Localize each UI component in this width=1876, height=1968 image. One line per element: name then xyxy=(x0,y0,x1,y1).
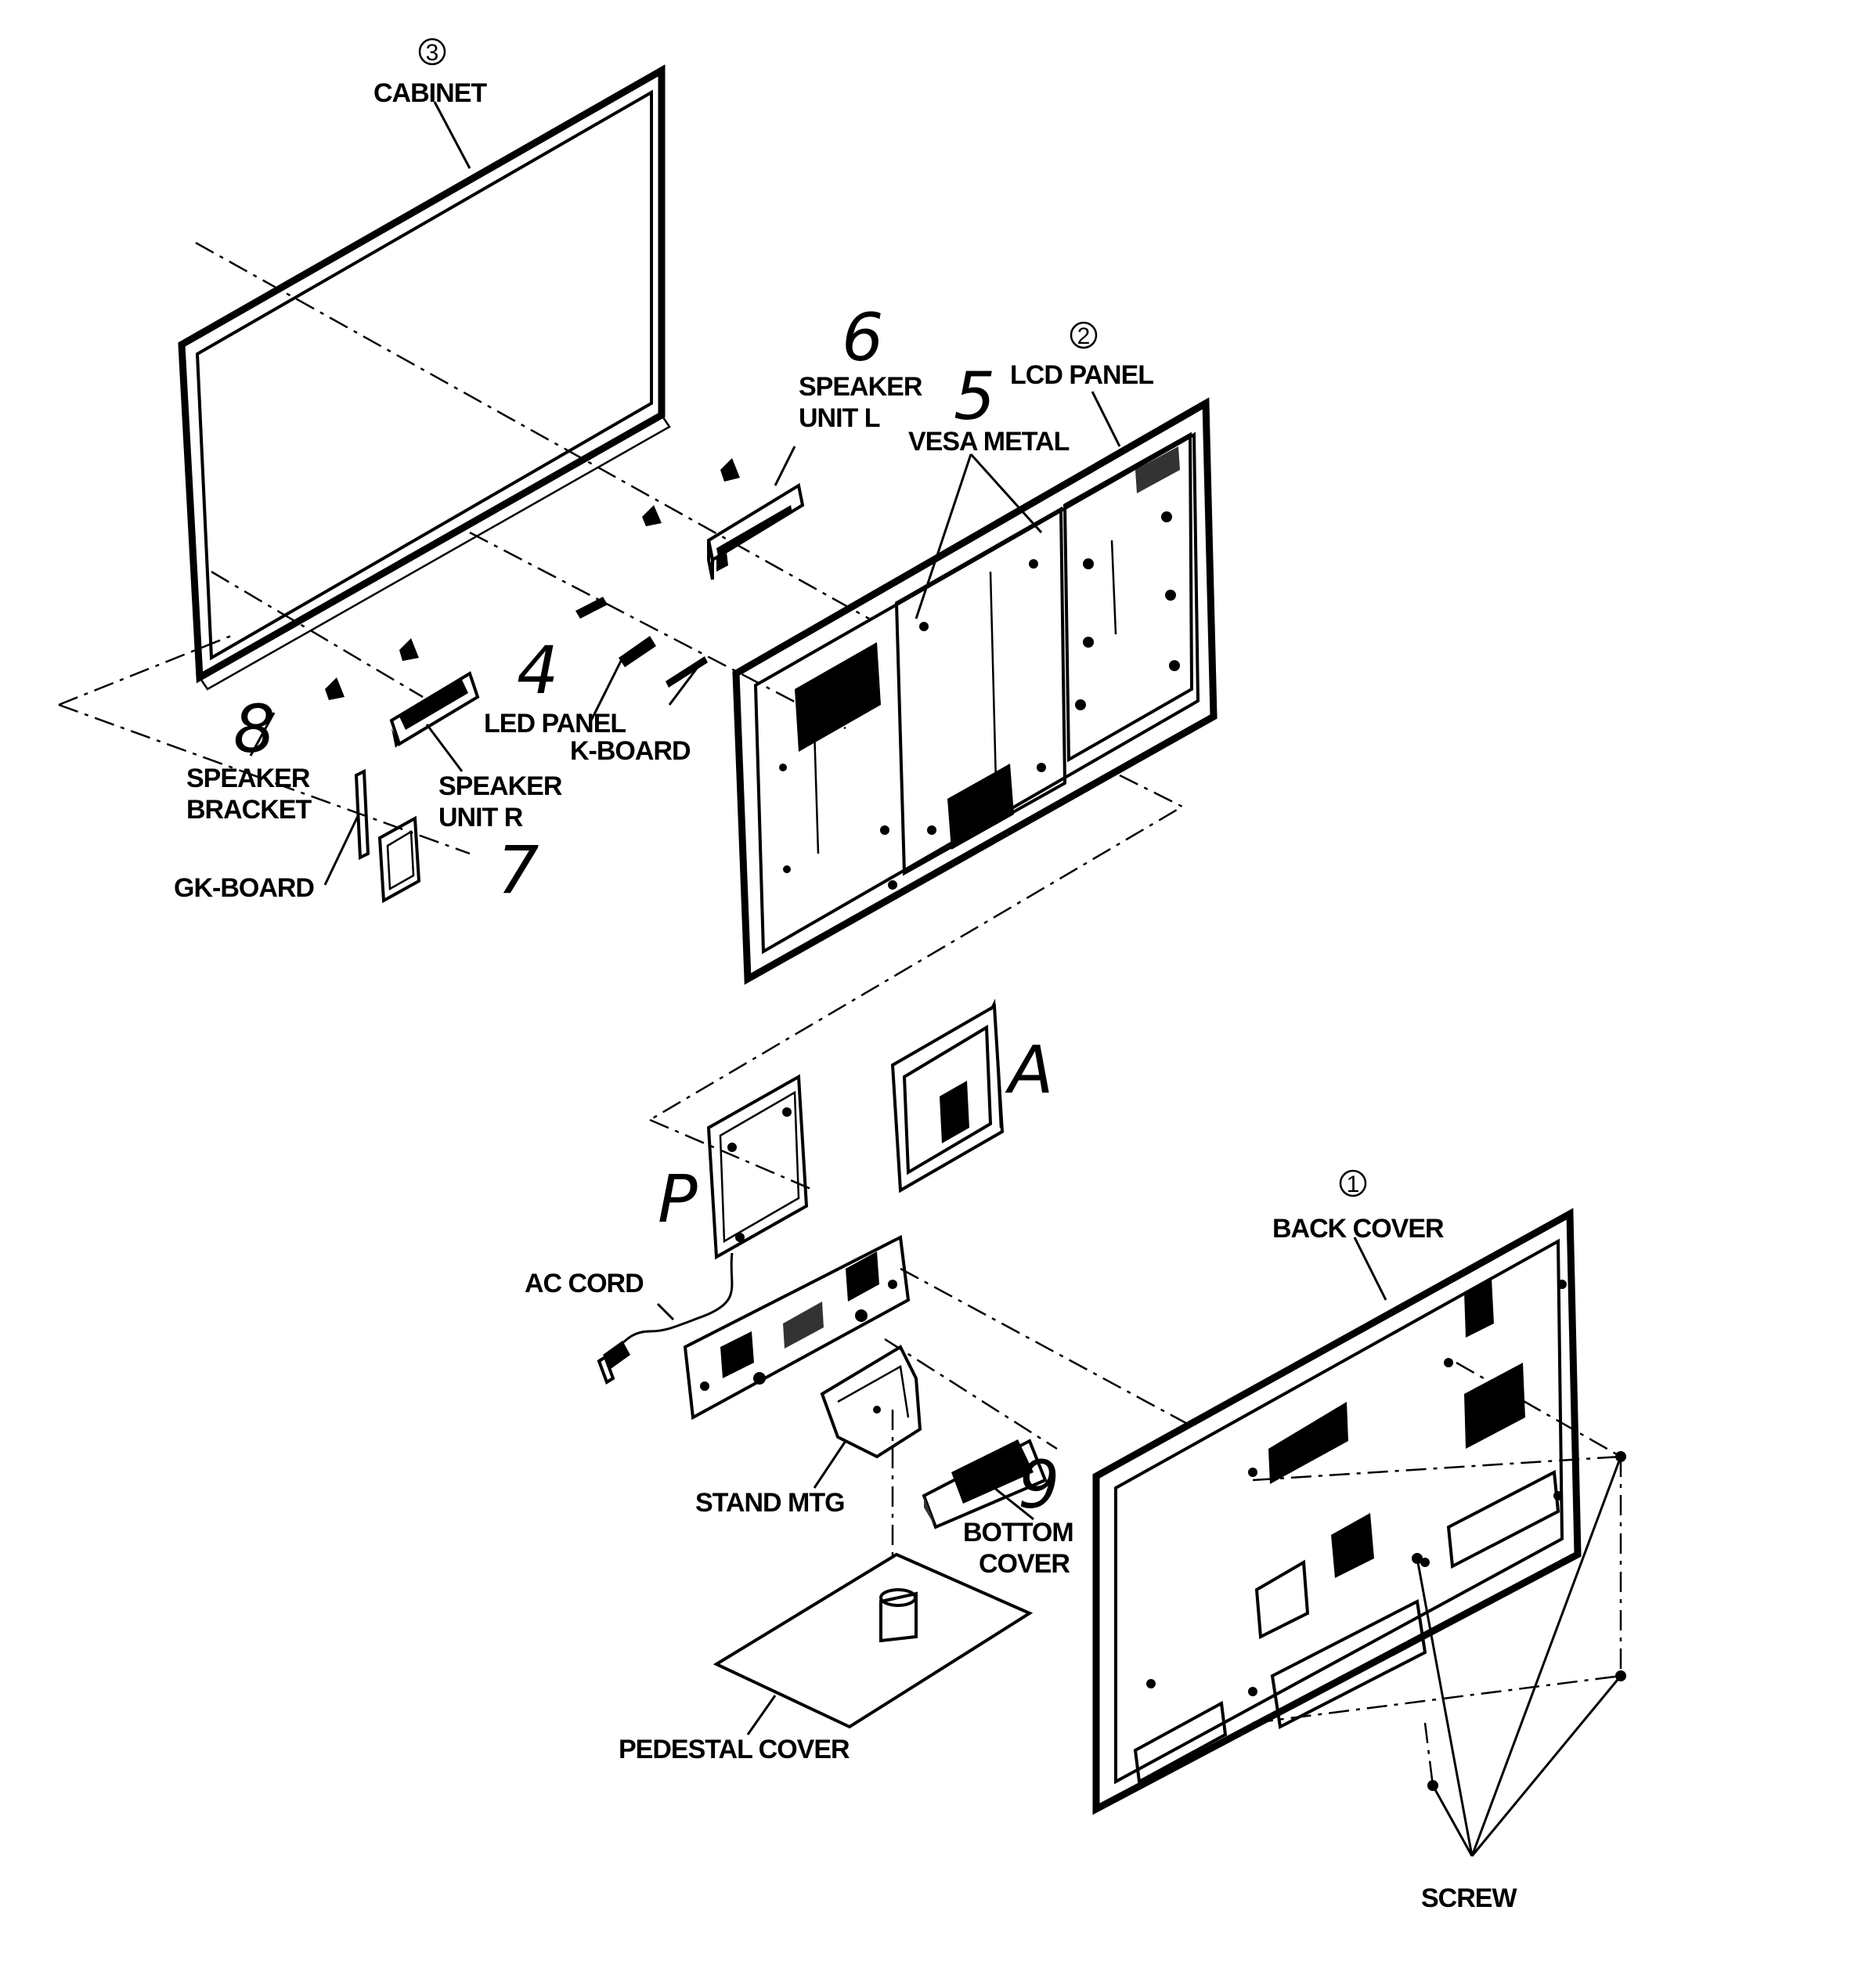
handwritten-mark-a: A xyxy=(1005,1031,1053,1108)
speaker-unit-r-part xyxy=(389,671,480,748)
label-speaker-bracket-1: SPEAKER xyxy=(186,764,310,793)
bottom-cover-part xyxy=(922,1439,1048,1529)
label-lcd-panel: LCD PANEL xyxy=(1010,360,1153,390)
handwritten-mark-4: 4 xyxy=(517,632,558,709)
svg-text:1: 1 xyxy=(1347,1172,1360,1197)
lcd-panel-part xyxy=(732,397,1218,985)
screw-part xyxy=(1412,1451,1626,1791)
label-pedestal-cover: PEDESTAL COVER xyxy=(619,1735,850,1764)
label-bottom-cover-2: COVER xyxy=(979,1549,1070,1579)
label-gk-board: GK-BOARD xyxy=(174,873,314,903)
label-screw: SCREW xyxy=(1421,1883,1517,1913)
circled-number-cabinet: 3 xyxy=(418,38,446,66)
label-speaker-unit-r-2: UNIT R xyxy=(438,803,523,832)
label-k-board: K-BOARD xyxy=(570,736,691,766)
label-cabinet: CABINET xyxy=(373,78,487,108)
back-cover-part xyxy=(1092,1208,1582,1815)
label-led-panel: LED PANEL xyxy=(484,709,626,738)
label-stand-mtg: STAND MTG xyxy=(695,1488,845,1518)
leader-lines xyxy=(249,101,1622,1857)
handwritten-mark-9: 9 xyxy=(1018,1446,1059,1523)
cabinet-part xyxy=(178,64,671,691)
main-board-part xyxy=(683,1234,911,1421)
led-panel-part xyxy=(575,597,708,688)
assembly-guide-lines xyxy=(58,241,1622,1786)
label-speaker-unit-l-1: SPEAKER xyxy=(799,372,922,402)
speaker-unit-l-part xyxy=(706,482,805,580)
board-a-part xyxy=(890,998,1005,1193)
handwritten-mark-7: 7 xyxy=(497,832,539,908)
pedestal-cover-part xyxy=(713,1552,1034,1729)
handwritten-mark-5: 5 xyxy=(954,358,995,435)
label-speaker-unit-l-2: UNIT L xyxy=(799,403,880,433)
gk-board-part xyxy=(354,768,421,904)
circled-number-lcd-panel: 2 xyxy=(1070,321,1098,349)
board-p-part xyxy=(706,1074,809,1260)
label-bottom-cover-1: BOTTOM xyxy=(963,1518,1073,1547)
handwritten-mark-p: P xyxy=(658,1161,698,1237)
speaker-bracket-r xyxy=(325,638,419,700)
svg-text:3: 3 xyxy=(426,40,439,66)
svg-text:2: 2 xyxy=(1077,323,1091,349)
handwritten-mark-6: 6 xyxy=(842,299,883,376)
label-speaker-bracket-2: BRACKET xyxy=(186,795,312,825)
stand-mtg-part xyxy=(820,1345,922,1459)
label-vesa-metal: VESA METAL xyxy=(908,427,1070,457)
circled-number-back-cover: 1 xyxy=(1339,1169,1367,1197)
label-ac-cord: AC CORD xyxy=(525,1269,644,1298)
handwritten-mark-8: 8 xyxy=(233,691,275,767)
speaker-bracket-l xyxy=(642,458,740,526)
label-back-cover: BACK COVER xyxy=(1272,1214,1444,1244)
ac-cord-part xyxy=(597,1252,734,1385)
label-speaker-unit-r-1: SPEAKER xyxy=(438,771,562,801)
